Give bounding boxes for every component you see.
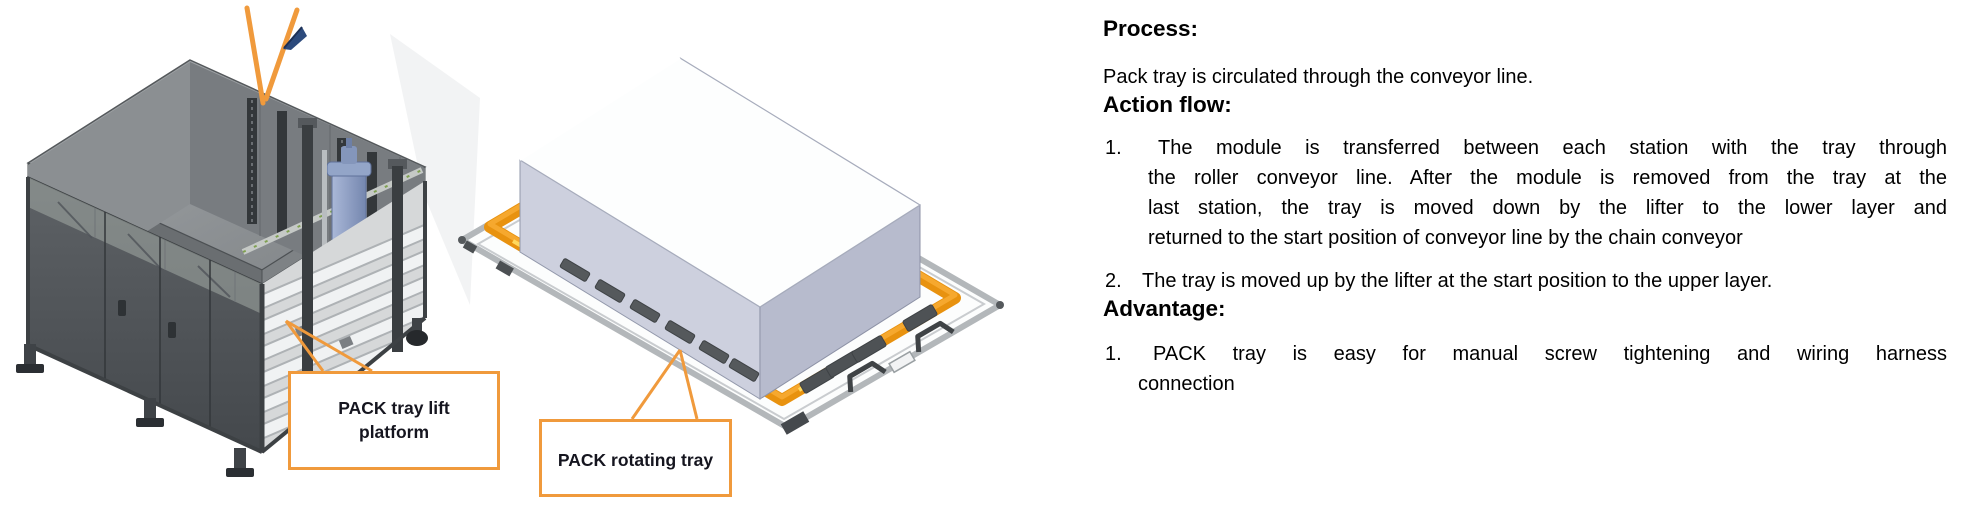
pack-module-box: [518, 57, 922, 400]
description-panel: Process: Pack tray is circulated through…: [1103, 16, 1947, 399]
callout-rotating-tray: PACK rotating tray: [539, 419, 732, 497]
advantage-item-1: 1. PACK tray is easy for manual screw ti…: [1103, 339, 1947, 399]
callout-rotating-label: PACK rotating tray: [557, 450, 714, 471]
equipment-illustration: [16, 5, 1004, 477]
callout-lift-platform: PACK tray lift platform: [288, 371, 500, 470]
tray-blocks: [559, 258, 938, 394]
advantage-heading: Advantage:: [1103, 296, 1226, 321]
machine-feet: [16, 318, 428, 477]
action-item-1-line: last station, the tray is moved down by …: [1148, 197, 1947, 219]
leader-rotating-tray: [630, 349, 699, 420]
action-item-2: 2. The tray is moved up by the lifter at…: [1103, 266, 1947, 296]
action-item-1-line: returned to the start position of convey…: [1148, 227, 1743, 249]
action-item-1-line: the roller conveyor line. After the modu…: [1148, 167, 1947, 189]
roller-conveyor: [262, 118, 425, 452]
tray-handles: [847, 320, 955, 393]
action-item-1: 1. The module is transferred between eac…: [1103, 133, 1947, 253]
process-heading: Process:: [1103, 16, 1199, 41]
action-item-2-number: 2.: [1105, 270, 1122, 292]
advantage-item-1-line: connection: [1138, 373, 1235, 395]
advantage-item-1-number: 1.: [1105, 343, 1122, 365]
callout-lift-line1: PACK tray lift: [338, 398, 450, 419]
cabinet-front: [27, 175, 263, 454]
blue-mark-icon: [283, 26, 307, 50]
process-text: Pack tray is circulated through the conv…: [1103, 66, 1534, 88]
action-item-2-line: The tray is moved up by the lifter at th…: [1142, 270, 1773, 292]
backdrop-sheet: [390, 34, 480, 305]
action-item-1-line: The module is transferred between each s…: [1158, 137, 1947, 159]
callout-lift-line2: platform: [359, 421, 429, 442]
rotating-tray-figure: [458, 57, 1004, 435]
action-item-1-number: 1.: [1105, 137, 1122, 159]
advantage-item-1-line: PACK tray is easy for manual screw tight…: [1153, 343, 1947, 365]
action-flow-heading: Action flow:: [1103, 92, 1232, 117]
orange-v-arrow-icon: [244, 5, 300, 106]
leader-lift-platform: [284, 319, 373, 373]
lifter-machine-figure: [16, 5, 480, 477]
